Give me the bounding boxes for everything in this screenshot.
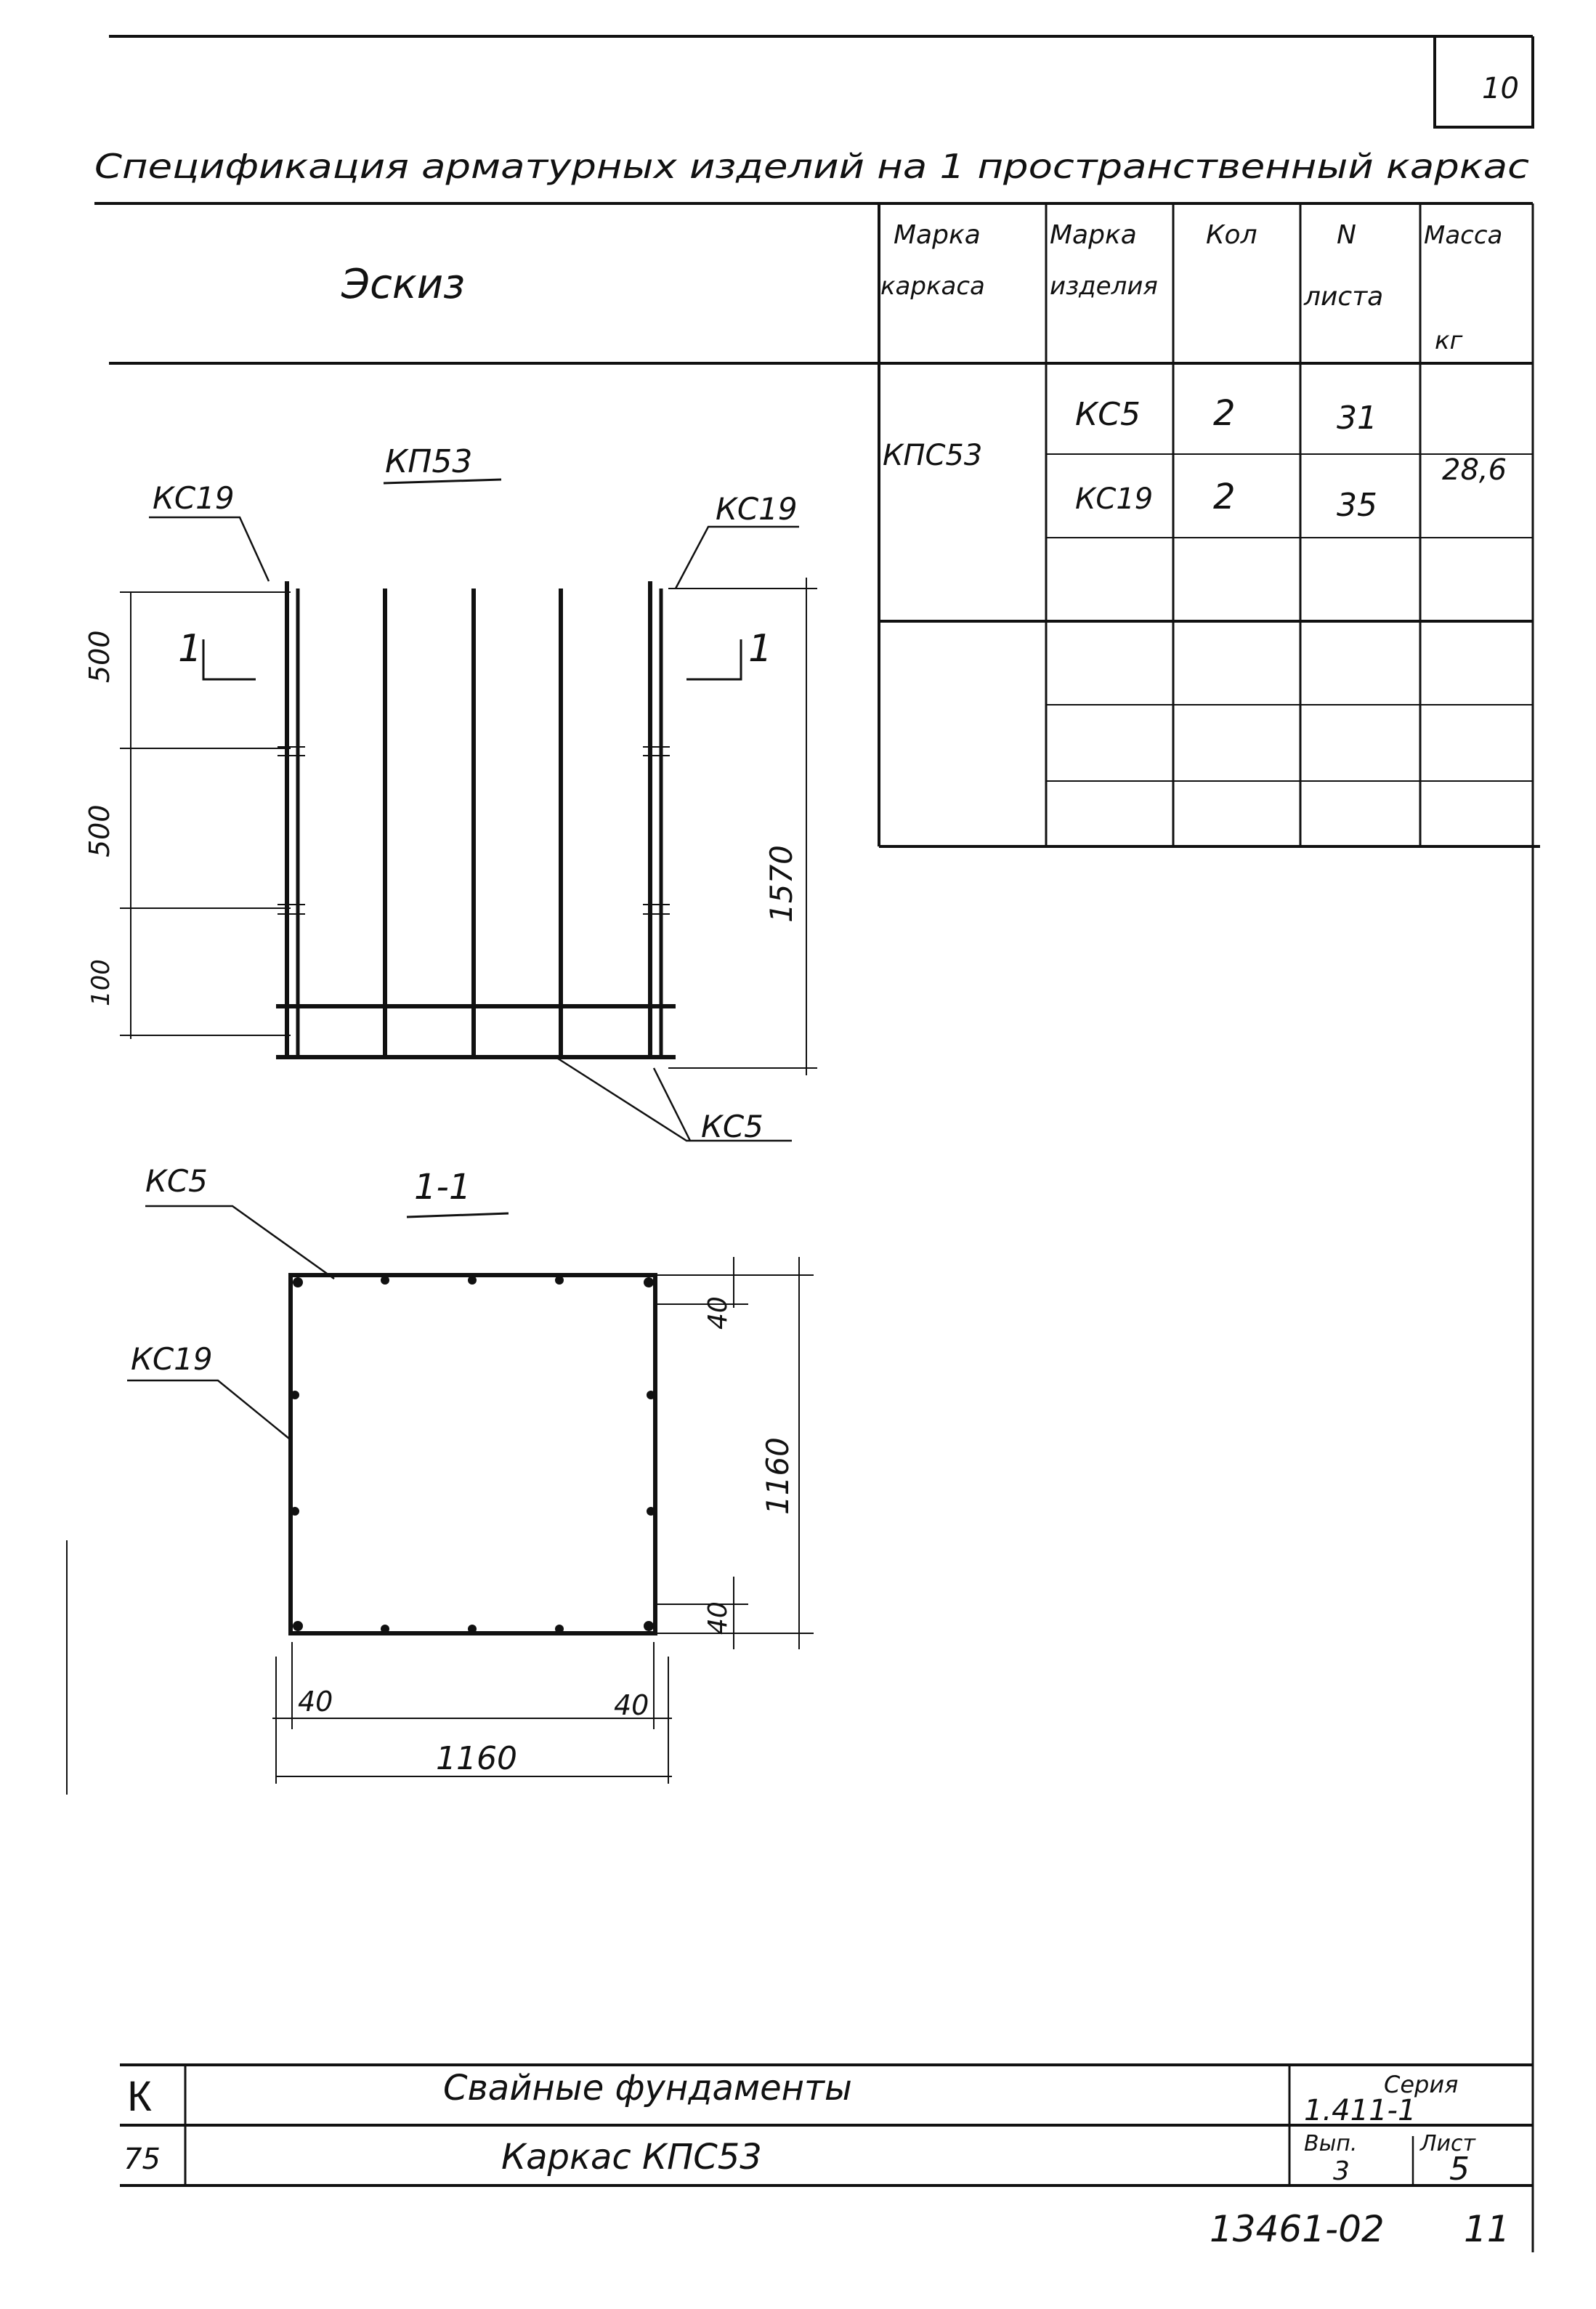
dim-left-2: 500 <box>84 804 116 857</box>
header-qty: Кол <box>1206 220 1257 250</box>
frame-mark-value: КПС53 <box>883 439 982 472</box>
header-mass-1: Масса <box>1424 221 1502 250</box>
project-title: Свайные фундаменты <box>443 2068 852 2108</box>
title-block: К 75 Свайные фундаменты Каркас КПС53 Сер… <box>120 2063 1533 2188</box>
sheet-cell: 31 <box>1337 400 1377 437</box>
label-kc5-section: КС5 <box>145 1163 208 1199</box>
page-number-box: 10 <box>109 35 1534 129</box>
label-kc5-bottom: КС5 <box>701 1109 763 1144</box>
spec-heading: Спецификация арматурных изделий на 1 про… <box>94 147 1529 186</box>
dim-width-section: 1160 <box>436 1740 517 1777</box>
dim-top-offset: 40 <box>703 1296 733 1330</box>
elevation-title: КП53 <box>385 443 472 480</box>
sheet-label: Лист <box>1419 2131 1477 2156</box>
section-mark-left: 1 <box>178 627 202 671</box>
sheet-cell: 35 <box>1337 487 1377 524</box>
label-kc19-left: КС19 <box>153 480 235 516</box>
dim-left-3: 100 <box>86 959 116 1006</box>
issue-value: 3 <box>1333 2156 1350 2186</box>
issue-label: Вып. <box>1304 2131 1357 2156</box>
table-row: КС19 2 35 <box>1075 477 1377 524</box>
header-item-mark-2: изделия <box>1050 272 1158 301</box>
elevation-drawing: КП53 КС19 КС19 КС5 1 1 <box>84 443 817 1144</box>
bottom-code: 13461-02 <box>1210 2208 1385 2250</box>
sheet-value: 5 <box>1449 2151 1470 2188</box>
item-mark-cell: КС19 <box>1075 482 1153 516</box>
header-mass-2: кг <box>1435 326 1464 355</box>
page-number: 10 <box>1482 72 1519 105</box>
dim-height-section: 1160 <box>760 1437 795 1515</box>
sketch-label: Эскиз <box>341 261 465 308</box>
header-frame-mark-1: Марка <box>894 220 981 250</box>
header-frame-mark-2: каркаса <box>880 272 985 301</box>
section-drawing: 1-1 КС5 КС19 <box>127 1163 814 1784</box>
dim-bottom-offset: 40 <box>703 1601 733 1635</box>
header-sheet-no-2: листа <box>1303 282 1383 312</box>
dim-height-elevation: 1570 <box>763 845 799 923</box>
drawing-title: Каркас КПС53 <box>501 2137 762 2177</box>
spec-table: Эскиз Марка каркаса Марка изделия Кол N … <box>109 203 1540 848</box>
header-sheet-no-1: N <box>1337 220 1356 250</box>
series-label: Серия <box>1384 2071 1458 2098</box>
table-row: КС5 2 31 <box>1075 393 1377 437</box>
dim-left-offset: 40 <box>298 1686 333 1718</box>
mass-value: 28,6 <box>1442 453 1507 487</box>
header-item-mark-1: Марка <box>1050 220 1137 250</box>
row-code: 75 <box>123 2143 161 2176</box>
bottom-page: 11 <box>1464 2208 1510 2250</box>
label-kc19-section: КС19 <box>131 1341 213 1377</box>
label-kc19-right: КС19 <box>716 491 798 527</box>
corner-letter: К <box>127 2073 152 2120</box>
dim-left-1: 500 <box>84 630 116 683</box>
qty-cell: 2 <box>1213 477 1236 517</box>
section-mark-right: 1 <box>748 627 772 671</box>
qty-cell: 2 <box>1213 393 1236 434</box>
dim-right-offset: 40 <box>614 1689 649 1721</box>
section-title: 1-1 <box>414 1167 471 1208</box>
item-mark-cell: КС5 <box>1075 396 1141 433</box>
series-value: 1.411-1 <box>1304 2094 1416 2127</box>
